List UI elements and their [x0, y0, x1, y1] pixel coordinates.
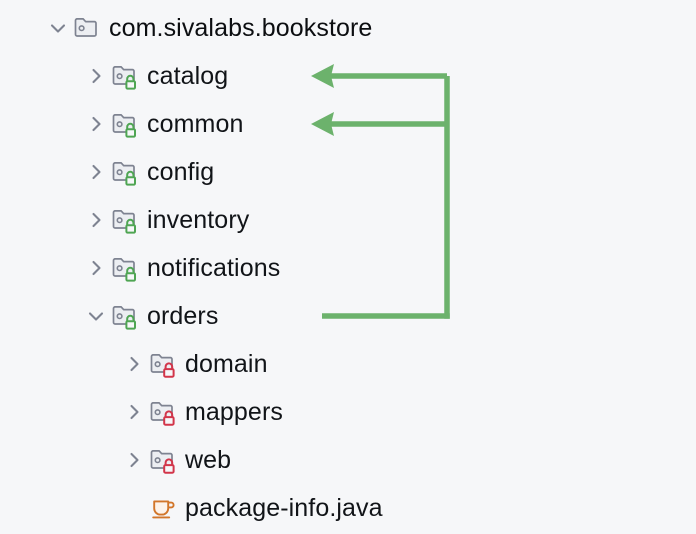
package-folder-unlocked-icon	[110, 109, 140, 139]
package-folder-unlocked-icon	[110, 301, 140, 331]
chevron-right-icon[interactable]	[82, 254, 110, 282]
chevron-down-icon[interactable]	[44, 14, 72, 42]
java-file-icon	[148, 493, 178, 523]
tree-item-label: domain	[185, 349, 268, 378]
tree-item-label: notifications	[147, 253, 281, 282]
tree-item-label: config	[147, 157, 215, 186]
tree-row[interactable]: web	[0, 436, 696, 484]
tree-item-label: catalog	[147, 61, 229, 90]
tree-row[interactable]: notifications	[0, 244, 696, 292]
package-folder-locked-icon	[148, 397, 178, 427]
tree-item-label: common	[147, 109, 244, 138]
tree-row[interactable]: config	[0, 148, 696, 196]
tree-row[interactable]: com.sivalabs.bookstore	[0, 4, 696, 52]
chevron-right-icon[interactable]	[120, 350, 148, 378]
package-folder-icon	[72, 13, 102, 43]
chevron-right-icon[interactable]	[82, 62, 110, 90]
chevron-right-icon[interactable]	[120, 446, 148, 474]
package-folder-locked-icon	[148, 445, 178, 475]
tree-item-label: mappers	[185, 397, 283, 426]
tree-row[interactable]: orders	[0, 292, 696, 340]
package-folder-locked-icon	[148, 349, 178, 379]
chevron-right-icon[interactable]	[82, 110, 110, 138]
package-folder-unlocked-icon	[110, 253, 140, 283]
tree-item-label: com.sivalabs.bookstore	[109, 13, 373, 42]
tree-row[interactable]: catalog	[0, 52, 696, 100]
chevron-down-icon[interactable]	[82, 302, 110, 330]
tree-row[interactable]: package-info.java	[0, 484, 696, 532]
tree-row[interactable]: domain	[0, 340, 696, 388]
package-folder-unlocked-icon	[110, 157, 140, 187]
chevron-right-icon[interactable]	[82, 206, 110, 234]
chevron-right-icon[interactable]	[82, 158, 110, 186]
tree-row[interactable]: mappers	[0, 388, 696, 436]
package-folder-unlocked-icon	[110, 205, 140, 235]
package-folder-unlocked-icon	[110, 61, 140, 91]
tree-row[interactable]: common	[0, 100, 696, 148]
tree-row[interactable]: inventory	[0, 196, 696, 244]
tree-item-label: orders	[147, 301, 219, 330]
tree-item-label: inventory	[147, 205, 250, 234]
tree-item-label: package-info.java	[185, 493, 383, 522]
tree-item-label: web	[185, 445, 232, 474]
chevron-right-icon[interactable]	[120, 398, 148, 426]
